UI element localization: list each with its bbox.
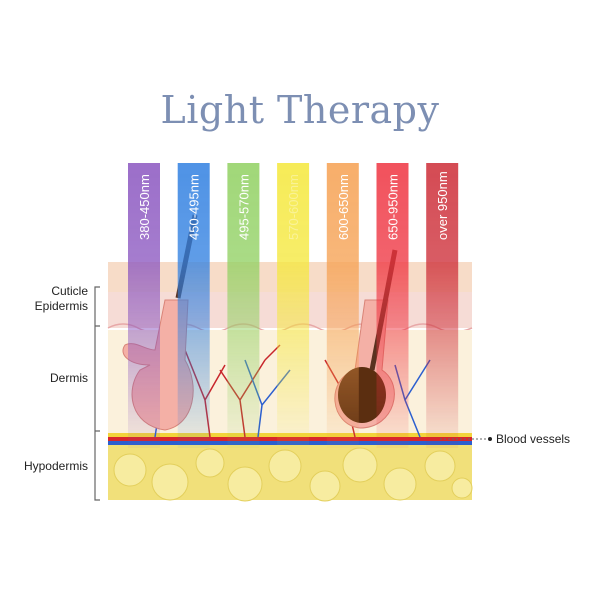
light-band-5 (376, 163, 409, 448)
label-dermis: Dermis (50, 371, 88, 385)
fat-cells (113, 447, 473, 502)
label-cuticle: Cuticle (51, 284, 88, 298)
light-band-3 (277, 163, 310, 448)
label-hypodermis: Hypodermis (23, 459, 88, 473)
wavelength-label: 600-650nm (336, 174, 351, 240)
label-blood-vessels: Blood vessels (496, 432, 571, 446)
light-band-6 (426, 163, 459, 448)
wavelength-label: over 950nm (435, 171, 450, 240)
diagram-title: Light Therapy (160, 88, 440, 132)
light-band-2 (227, 163, 260, 448)
light-band-0 (128, 163, 160, 448)
wavelength-label: 495-570nm (236, 174, 251, 240)
wavelength-label: 450-495nm (187, 174, 202, 240)
light-band-4 (326, 163, 359, 448)
light-band-1 (177, 163, 210, 448)
wavelength-label: 380-450nm (137, 174, 152, 240)
layer-bracket (94, 286, 100, 501)
label-epidermis: Epidermis (34, 299, 88, 313)
wavelength-label: 650-950nm (386, 174, 401, 240)
wavelength-label: 570-600nm (286, 174, 301, 240)
